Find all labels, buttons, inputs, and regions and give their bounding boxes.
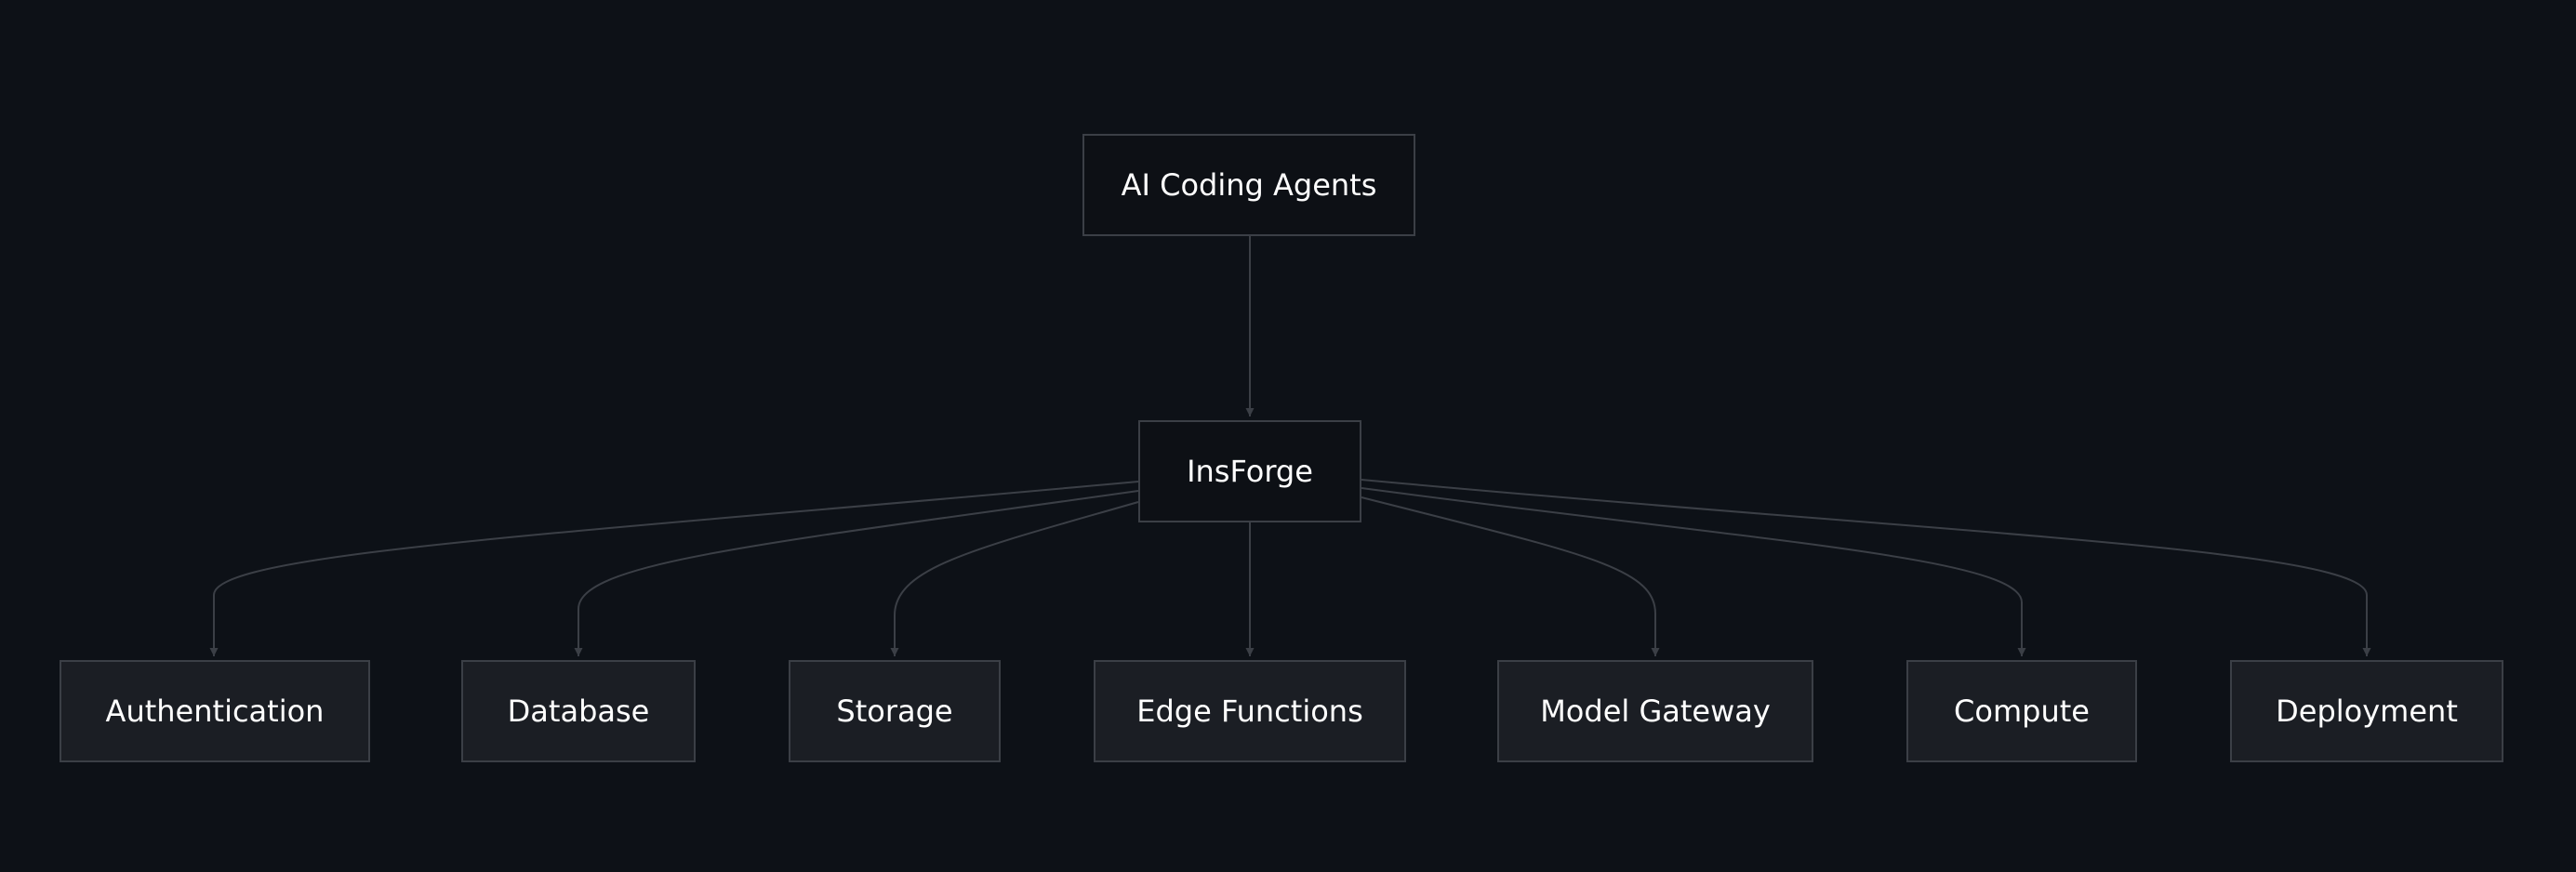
node-insforge: InsForge — [1138, 420, 1361, 522]
node-label: AI Coding Agents — [1121, 167, 1377, 203]
edge-insforge-to-deployment — [1361, 479, 2371, 656]
node-label: Model Gateway — [1540, 694, 1771, 729]
node-edge-functions: Edge Functions — [1094, 660, 1406, 762]
node-ai-coding-agents: AI Coding Agents — [1082, 134, 1415, 236]
node-label: Storage — [836, 694, 953, 729]
edge-insforge-to-model-gateway — [1361, 496, 1660, 656]
node-storage: Storage — [789, 660, 1001, 762]
node-model-gateway: Model Gateway — [1497, 660, 1813, 762]
node-deployment: Deployment — [2230, 660, 2503, 762]
node-label: InsForge — [1187, 454, 1313, 489]
node-database: Database — [461, 660, 696, 762]
node-label: Database — [507, 694, 650, 729]
node-compute: Compute — [1906, 660, 2137, 762]
edge-insforge-to-compute — [1361, 487, 2026, 656]
node-label: Edge Functions — [1136, 694, 1363, 729]
node-label: Deployment — [2276, 694, 2458, 729]
edge-insforge-to-database — [574, 490, 1139, 656]
edge-insforge-to-storage — [890, 501, 1139, 656]
node-label: Compute — [1954, 694, 2090, 729]
node-authentication: Authentication — [60, 660, 370, 762]
edge-insforge-to-authentication — [209, 481, 1139, 656]
node-label: Authentication — [105, 694, 325, 729]
